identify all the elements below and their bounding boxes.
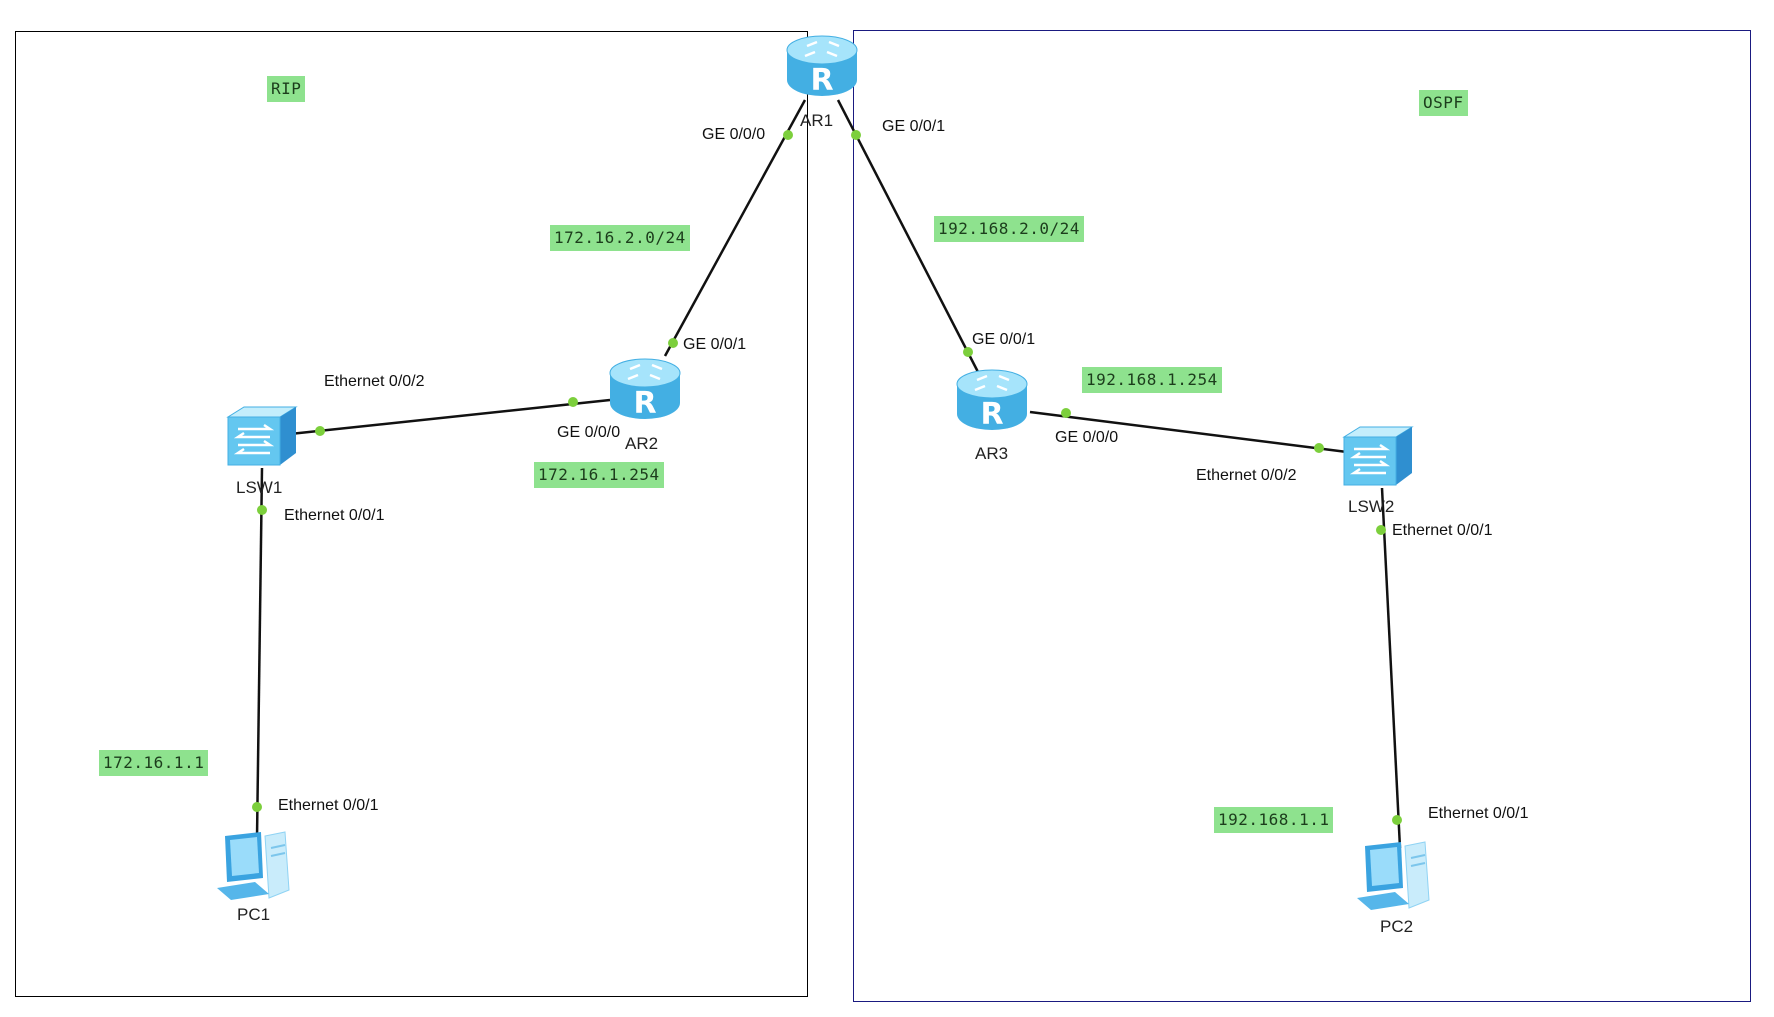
link-lsw1-pc1 <box>255 467 264 839</box>
rip-area-label: RIP <box>267 76 306 102</box>
pc-icon[interactable] <box>215 828 297 904</box>
ip-label: 172.16.1.254 <box>534 462 664 488</box>
router-icon[interactable]: R <box>608 355 682 423</box>
pc-icon[interactable] <box>1355 838 1437 914</box>
port-dot <box>257 505 267 515</box>
port-label: Ethernet 0/0/1 <box>284 507 385 524</box>
link-ar2-lsw1 <box>289 398 611 436</box>
port-label: Ethernet 0/0/1 <box>1392 522 1493 539</box>
router-icon[interactable]: R <box>955 366 1029 434</box>
ospf-area-frame[interactable] <box>853 30 1751 1002</box>
device-label-ar1: AR1 <box>800 111 834 130</box>
ip-label: 192.168.1.1 <box>1214 807 1334 833</box>
device-label-ar3: AR3 <box>975 444 1009 463</box>
link-ar1-ar2 <box>663 99 807 357</box>
port-dot <box>963 347 973 357</box>
port-dot <box>1376 525 1386 535</box>
port-dot <box>252 802 262 812</box>
port-dot <box>1392 815 1402 825</box>
network-label: 192.168.2.0/24 <box>934 216 1084 242</box>
link-ar1-ar3 <box>836 99 980 373</box>
switch-icon[interactable] <box>226 403 298 469</box>
switch-icon[interactable] <box>1342 423 1414 489</box>
link-ar3-lsw2 <box>1029 410 1348 454</box>
port-dot <box>1061 408 1071 418</box>
port-label: GE 0/0/0 <box>702 126 766 143</box>
port-label: Ethernet 0/0/1 <box>1428 805 1529 822</box>
port-dot <box>783 130 793 140</box>
port-dot <box>1314 443 1324 453</box>
svg-text:R: R <box>980 397 1003 432</box>
link-lsw2-pc2 <box>1380 487 1402 849</box>
device-label-ar2: AR2 <box>625 434 659 453</box>
port-label: Ethernet 0/0/1 <box>278 797 379 814</box>
ip-label: 172.16.1.1 <box>99 750 209 776</box>
device-label-lsw2: LSW2 <box>1348 497 1395 516</box>
port-label: GE 0/0/0 <box>557 424 621 441</box>
rip-area-frame[interactable] <box>15 31 808 997</box>
port-label: Ethernet 0/0/2 <box>324 373 425 390</box>
port-dot <box>668 338 678 348</box>
ip-label: 192.168.1.254 <box>1082 367 1222 393</box>
svg-text:R: R <box>810 63 833 98</box>
port-dot <box>315 426 325 436</box>
device-label-pc1: PC1 <box>237 905 271 924</box>
port-label: Ethernet 0/0/2 <box>1196 467 1297 484</box>
port-label: GE 0/0/0 <box>1055 429 1119 446</box>
port-label: GE 0/0/1 <box>882 118 946 135</box>
port-label: GE 0/0/1 <box>972 331 1036 348</box>
port-label: GE 0/0/1 <box>683 336 747 353</box>
ospf-area-label: OSPF <box>1419 90 1468 116</box>
svg-text:R: R <box>633 386 656 421</box>
network-label: 172.16.2.0/24 <box>550 225 690 251</box>
device-label-lsw1: LSW1 <box>236 478 283 497</box>
router-icon[interactable]: R <box>785 32 859 100</box>
port-dot <box>568 397 578 407</box>
device-label-pc2: PC2 <box>1380 917 1414 936</box>
port-dot <box>851 130 861 140</box>
